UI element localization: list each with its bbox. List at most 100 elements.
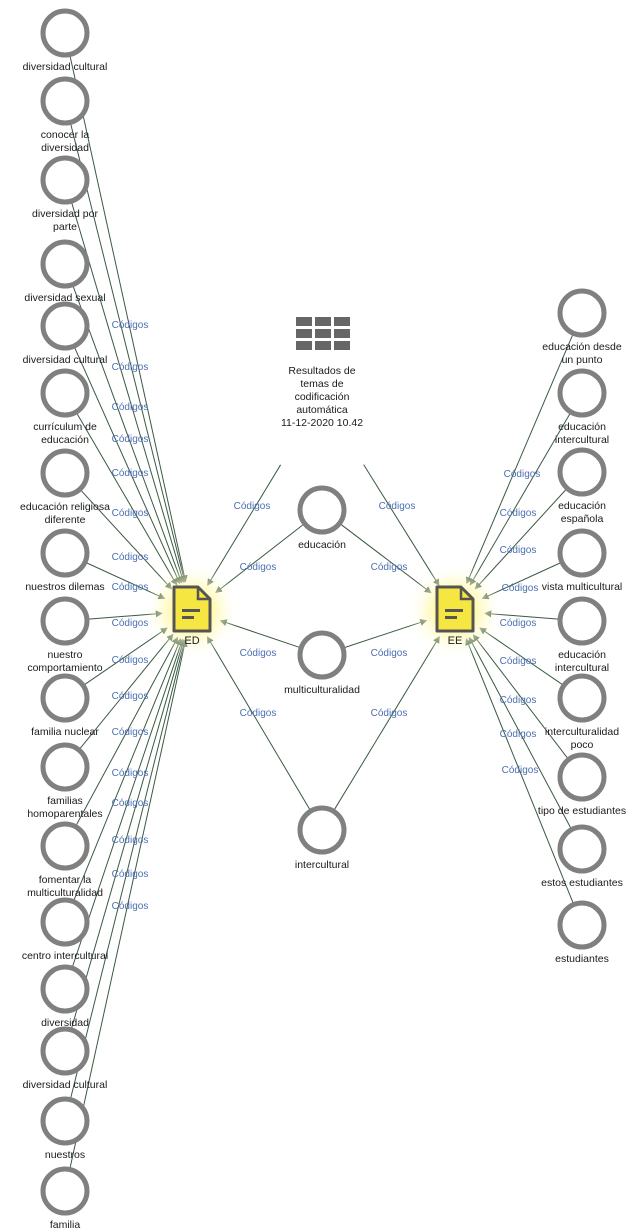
grid-cell bbox=[315, 317, 331, 326]
code-node-circle bbox=[557, 900, 607, 950]
right-code-node-3[interactable]: vista multicultural bbox=[542, 528, 623, 593]
left-code-node-15[interactable]: nuestros bbox=[40, 1096, 90, 1161]
edge-left-12 bbox=[72, 638, 182, 902]
code-node-circle bbox=[40, 76, 90, 126]
edge-label-codigos: Códigos bbox=[502, 765, 539, 776]
grid-cell bbox=[315, 329, 331, 338]
edge-left-2 bbox=[70, 200, 186, 583]
edge-label-codigos: Códigos bbox=[500, 656, 537, 667]
code-node-label: educación religiosa bbox=[20, 501, 110, 513]
edge-left-11 bbox=[75, 636, 179, 827]
edge-label-codigos: Códigos bbox=[112, 434, 149, 445]
grid-cell bbox=[334, 341, 350, 350]
edge-labels-layer: CódigosCódigosCódigosCódigosCódigosCódig… bbox=[112, 320, 541, 912]
left-code-node-3[interactable]: diversidad sexual bbox=[24, 239, 106, 304]
code-node-label: poco bbox=[571, 739, 594, 751]
edge-left-0 bbox=[69, 54, 188, 583]
center-node-multiculturalidad[interactable]: multiculturalidad bbox=[284, 630, 360, 696]
document-line bbox=[182, 609, 200, 612]
code-node-circle bbox=[40, 8, 90, 58]
code-node-label: multiculturalidad bbox=[27, 887, 103, 899]
edge-label-codigos: Códigos bbox=[240, 562, 277, 573]
edge-right-6 bbox=[472, 634, 570, 760]
code-node-circle bbox=[557, 368, 607, 418]
left-code-node-0[interactable]: diversidad cultural bbox=[23, 8, 108, 73]
edge-left-10 bbox=[78, 633, 174, 751]
center-node-educacion[interactable]: educación bbox=[297, 485, 347, 551]
code-node-circle bbox=[40, 1166, 90, 1216]
document-fold bbox=[459, 587, 473, 601]
code-node-label: española bbox=[561, 513, 604, 525]
edge-label-codigos: Códigos bbox=[112, 869, 149, 880]
right-code-node-6[interactable]: tipo de estudiantes bbox=[538, 752, 626, 817]
code-node-circle bbox=[40, 897, 90, 947]
edge-left-15 bbox=[69, 639, 187, 1100]
left-code-node-12[interactable]: centro intercultural bbox=[22, 897, 108, 962]
left-code-node-13[interactable]: diversidad bbox=[40, 964, 90, 1029]
code-node-circle bbox=[557, 288, 607, 338]
code-node-circle bbox=[40, 448, 90, 498]
edge-label-codigos: Códigos bbox=[504, 469, 541, 480]
code-node-circle bbox=[297, 805, 347, 855]
document-line bbox=[182, 616, 194, 619]
edge-label-codigos: Códigos bbox=[112, 655, 149, 666]
code-node-label: educación bbox=[41, 434, 89, 446]
code-node-label: estudiantes bbox=[555, 953, 609, 965]
code-node-circle bbox=[557, 673, 607, 723]
code-node-label: educación bbox=[558, 421, 606, 433]
edge-label-codigos: Códigos bbox=[500, 508, 537, 519]
edge-label-codigos: Códigos bbox=[112, 691, 149, 702]
code-node-label: diversidad cultural bbox=[23, 354, 108, 366]
edge-left-6 bbox=[79, 488, 173, 590]
code-node-circle bbox=[40, 742, 90, 792]
left-code-node-16[interactable]: familia bbox=[40, 1166, 90, 1231]
edge-label-codigos: Códigos bbox=[112, 768, 149, 779]
right-code-node-8[interactable]: estudiantes bbox=[555, 900, 609, 965]
edge-label-codigos: Códigos bbox=[371, 648, 408, 659]
code-node-label: diversidad bbox=[41, 142, 89, 154]
edge-label-codigos: Códigos bbox=[112, 835, 149, 846]
left-code-node-4[interactable]: diversidad cultural bbox=[23, 301, 108, 366]
edge-intercultural-ed bbox=[206, 636, 312, 812]
edge-label-codigos: Códigos bbox=[240, 708, 277, 719]
code-node-label: fomentar la bbox=[39, 874, 92, 886]
left-code-node-7[interactable]: nuestros dilemas bbox=[25, 528, 105, 593]
edge-label-codigos: Códigos bbox=[112, 618, 149, 629]
code-node-circle bbox=[557, 528, 607, 578]
code-node-label: familias bbox=[47, 795, 83, 807]
edge-label-codigos: Códigos bbox=[500, 729, 537, 740]
code-node-circle bbox=[40, 239, 90, 289]
left-code-node-14[interactable]: diversidad cultural bbox=[23, 1026, 108, 1091]
document-ee[interactable]: EE bbox=[435, 585, 475, 647]
document-ed[interactable]: ED bbox=[172, 585, 212, 647]
edge-label-codigos: Códigos bbox=[500, 695, 537, 706]
code-node-circle bbox=[40, 821, 90, 871]
edge-left-14 bbox=[70, 639, 186, 1031]
edge-educacion-ee bbox=[339, 522, 432, 594]
left-code-node-9[interactable]: familia nuclear bbox=[31, 673, 99, 738]
edge-label-codigos: Códigos bbox=[379, 501, 416, 512]
edge-label-codigos: Códigos bbox=[240, 648, 277, 659]
edge-label-codigos: Códigos bbox=[112, 727, 149, 738]
code-node-label: vista multicultural bbox=[542, 581, 623, 593]
code-node-label: diversidad bbox=[41, 1017, 89, 1029]
edge-left-3 bbox=[72, 284, 183, 584]
edge-label-codigos: Códigos bbox=[112, 402, 149, 413]
right-code-node-7[interactable]: estos estudiantes bbox=[541, 824, 623, 889]
center-node-intercultural[interactable]: intercultural bbox=[295, 805, 349, 871]
code-node-label: educación desde bbox=[542, 341, 622, 353]
code-node-label: intercultural bbox=[555, 662, 609, 674]
